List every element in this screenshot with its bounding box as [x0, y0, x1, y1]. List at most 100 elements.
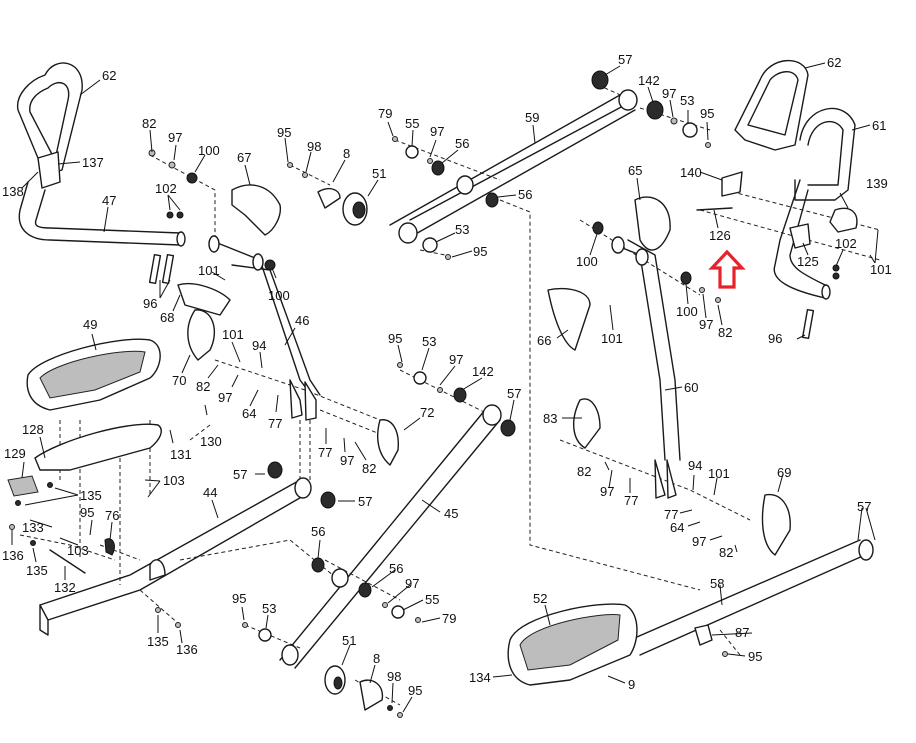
left-upper-arm-assembly [148, 149, 321, 421]
callout-label: 97 [218, 390, 232, 405]
callout-label: 136 [2, 548, 24, 563]
callout-label: 132 [54, 580, 76, 595]
callout-label: 95 [80, 505, 94, 520]
callout-label: 129 [4, 446, 26, 461]
callout-label: 125 [797, 254, 819, 269]
callout-label: 82 [362, 461, 376, 476]
callout-label: 60 [684, 380, 698, 395]
callout-label: 100 [676, 304, 698, 319]
callout-label: 135 [147, 634, 169, 649]
callout-label: 57 [358, 494, 372, 509]
callout-label: 70 [172, 373, 186, 388]
right-lower-arm-and-pedal [507, 539, 874, 686]
callout-label: 97 [600, 484, 614, 499]
callout-label: 52 [533, 591, 547, 606]
callout-label: 95 [408, 683, 422, 698]
callout-label: 95 [748, 649, 762, 664]
callout-label: 45 [444, 506, 458, 521]
callout-label: 49 [83, 317, 97, 332]
callout-label: 82 [196, 379, 210, 394]
callout-label: 97 [662, 86, 676, 101]
callout-label: 95 [388, 331, 402, 346]
callout-label: 76 [105, 508, 119, 523]
callout-label: 98 [387, 669, 401, 684]
callout-label: 53 [262, 601, 276, 616]
callout-label: 101 [708, 466, 730, 481]
callout-label: 100 [268, 288, 290, 303]
callout-label: 44 [203, 485, 217, 500]
callout-label: 102 [155, 181, 177, 196]
callout-label: 69 [777, 465, 791, 480]
callout-label: 134 [469, 670, 491, 685]
callout-label: 51 [342, 633, 356, 648]
left-pedal-assembly [7, 338, 162, 546]
callout-label: 57 [233, 467, 247, 482]
callout-label: 97 [405, 576, 419, 591]
callout-label: 68 [160, 310, 174, 325]
callout-label: 77 [268, 416, 282, 431]
callout-label: 97 [340, 453, 354, 468]
callout-label: 62 [102, 68, 116, 83]
callout-label: 66 [537, 333, 551, 348]
left-handlebar-assembly [16, 62, 186, 285]
callout-label: 100 [576, 254, 598, 269]
callout-label: 130 [200, 434, 222, 449]
callout-label: 64 [670, 520, 684, 535]
callout-label: 57 [618, 52, 632, 67]
callout-label: 62 [827, 55, 841, 70]
callout-label: 136 [176, 642, 198, 657]
right-handlebar-assembly [696, 59, 858, 340]
callout-label: 57 [857, 499, 871, 514]
callout-label: 103 [163, 473, 185, 488]
callout-label: 135 [26, 563, 48, 578]
callout-label: 95 [232, 591, 246, 606]
callout-label: 97 [430, 124, 444, 139]
callout-label: 77 [664, 507, 678, 522]
callout-label: 97 [449, 352, 463, 367]
callout-label: 142 [638, 73, 660, 88]
callout-label: 82 [142, 116, 156, 131]
callout-label: 58 [710, 576, 724, 591]
callout-label: 55 [405, 116, 419, 131]
callout-label: 61 [872, 118, 886, 133]
callout-label: 53 [455, 222, 469, 237]
callout-label: 142 [472, 364, 494, 379]
callout-label: 95 [277, 125, 291, 140]
callout-label: 87 [735, 625, 749, 640]
callout-label: 77 [624, 493, 638, 508]
callout-label: 98 [307, 139, 321, 154]
callout-label: 51 [372, 166, 386, 181]
callout-label: 97 [168, 130, 182, 145]
callout-label: 9 [628, 677, 635, 692]
callout-label: 79 [442, 611, 456, 626]
callout-label: 101 [870, 262, 892, 277]
callout-label: 56 [389, 561, 403, 576]
callout-label: 53 [422, 334, 436, 349]
callout-label: 82 [719, 545, 733, 560]
callout-leader-lines [11, 62, 879, 713]
callout-label: 65 [628, 163, 642, 178]
callout-label: 67 [237, 150, 251, 165]
callout-label: 103 [67, 543, 89, 558]
callout-label: 133 [22, 520, 44, 535]
callout-label: 140 [680, 165, 702, 180]
callout-label: 131 [170, 447, 192, 462]
callout-label: 94 [688, 458, 702, 473]
callout-label: 96 [768, 331, 782, 346]
callout-label: 47 [102, 193, 116, 208]
highlight-arrow-icon [708, 249, 746, 289]
callout-label: 101 [198, 263, 220, 278]
callout-label: 79 [378, 106, 392, 121]
callout-label: 102 [835, 236, 857, 251]
callout-label: 137 [82, 155, 104, 170]
callout-label: 94 [252, 338, 266, 353]
right-upper-arm-assembly [547, 196, 791, 556]
callout-label: 97 [699, 317, 713, 332]
callout-label: 56 [455, 136, 469, 151]
callout-label: 135 [80, 488, 102, 503]
callout-label: 59 [525, 110, 539, 125]
center-link-arm-59 [287, 89, 638, 260]
left-lower-arm-44 [39, 461, 336, 636]
